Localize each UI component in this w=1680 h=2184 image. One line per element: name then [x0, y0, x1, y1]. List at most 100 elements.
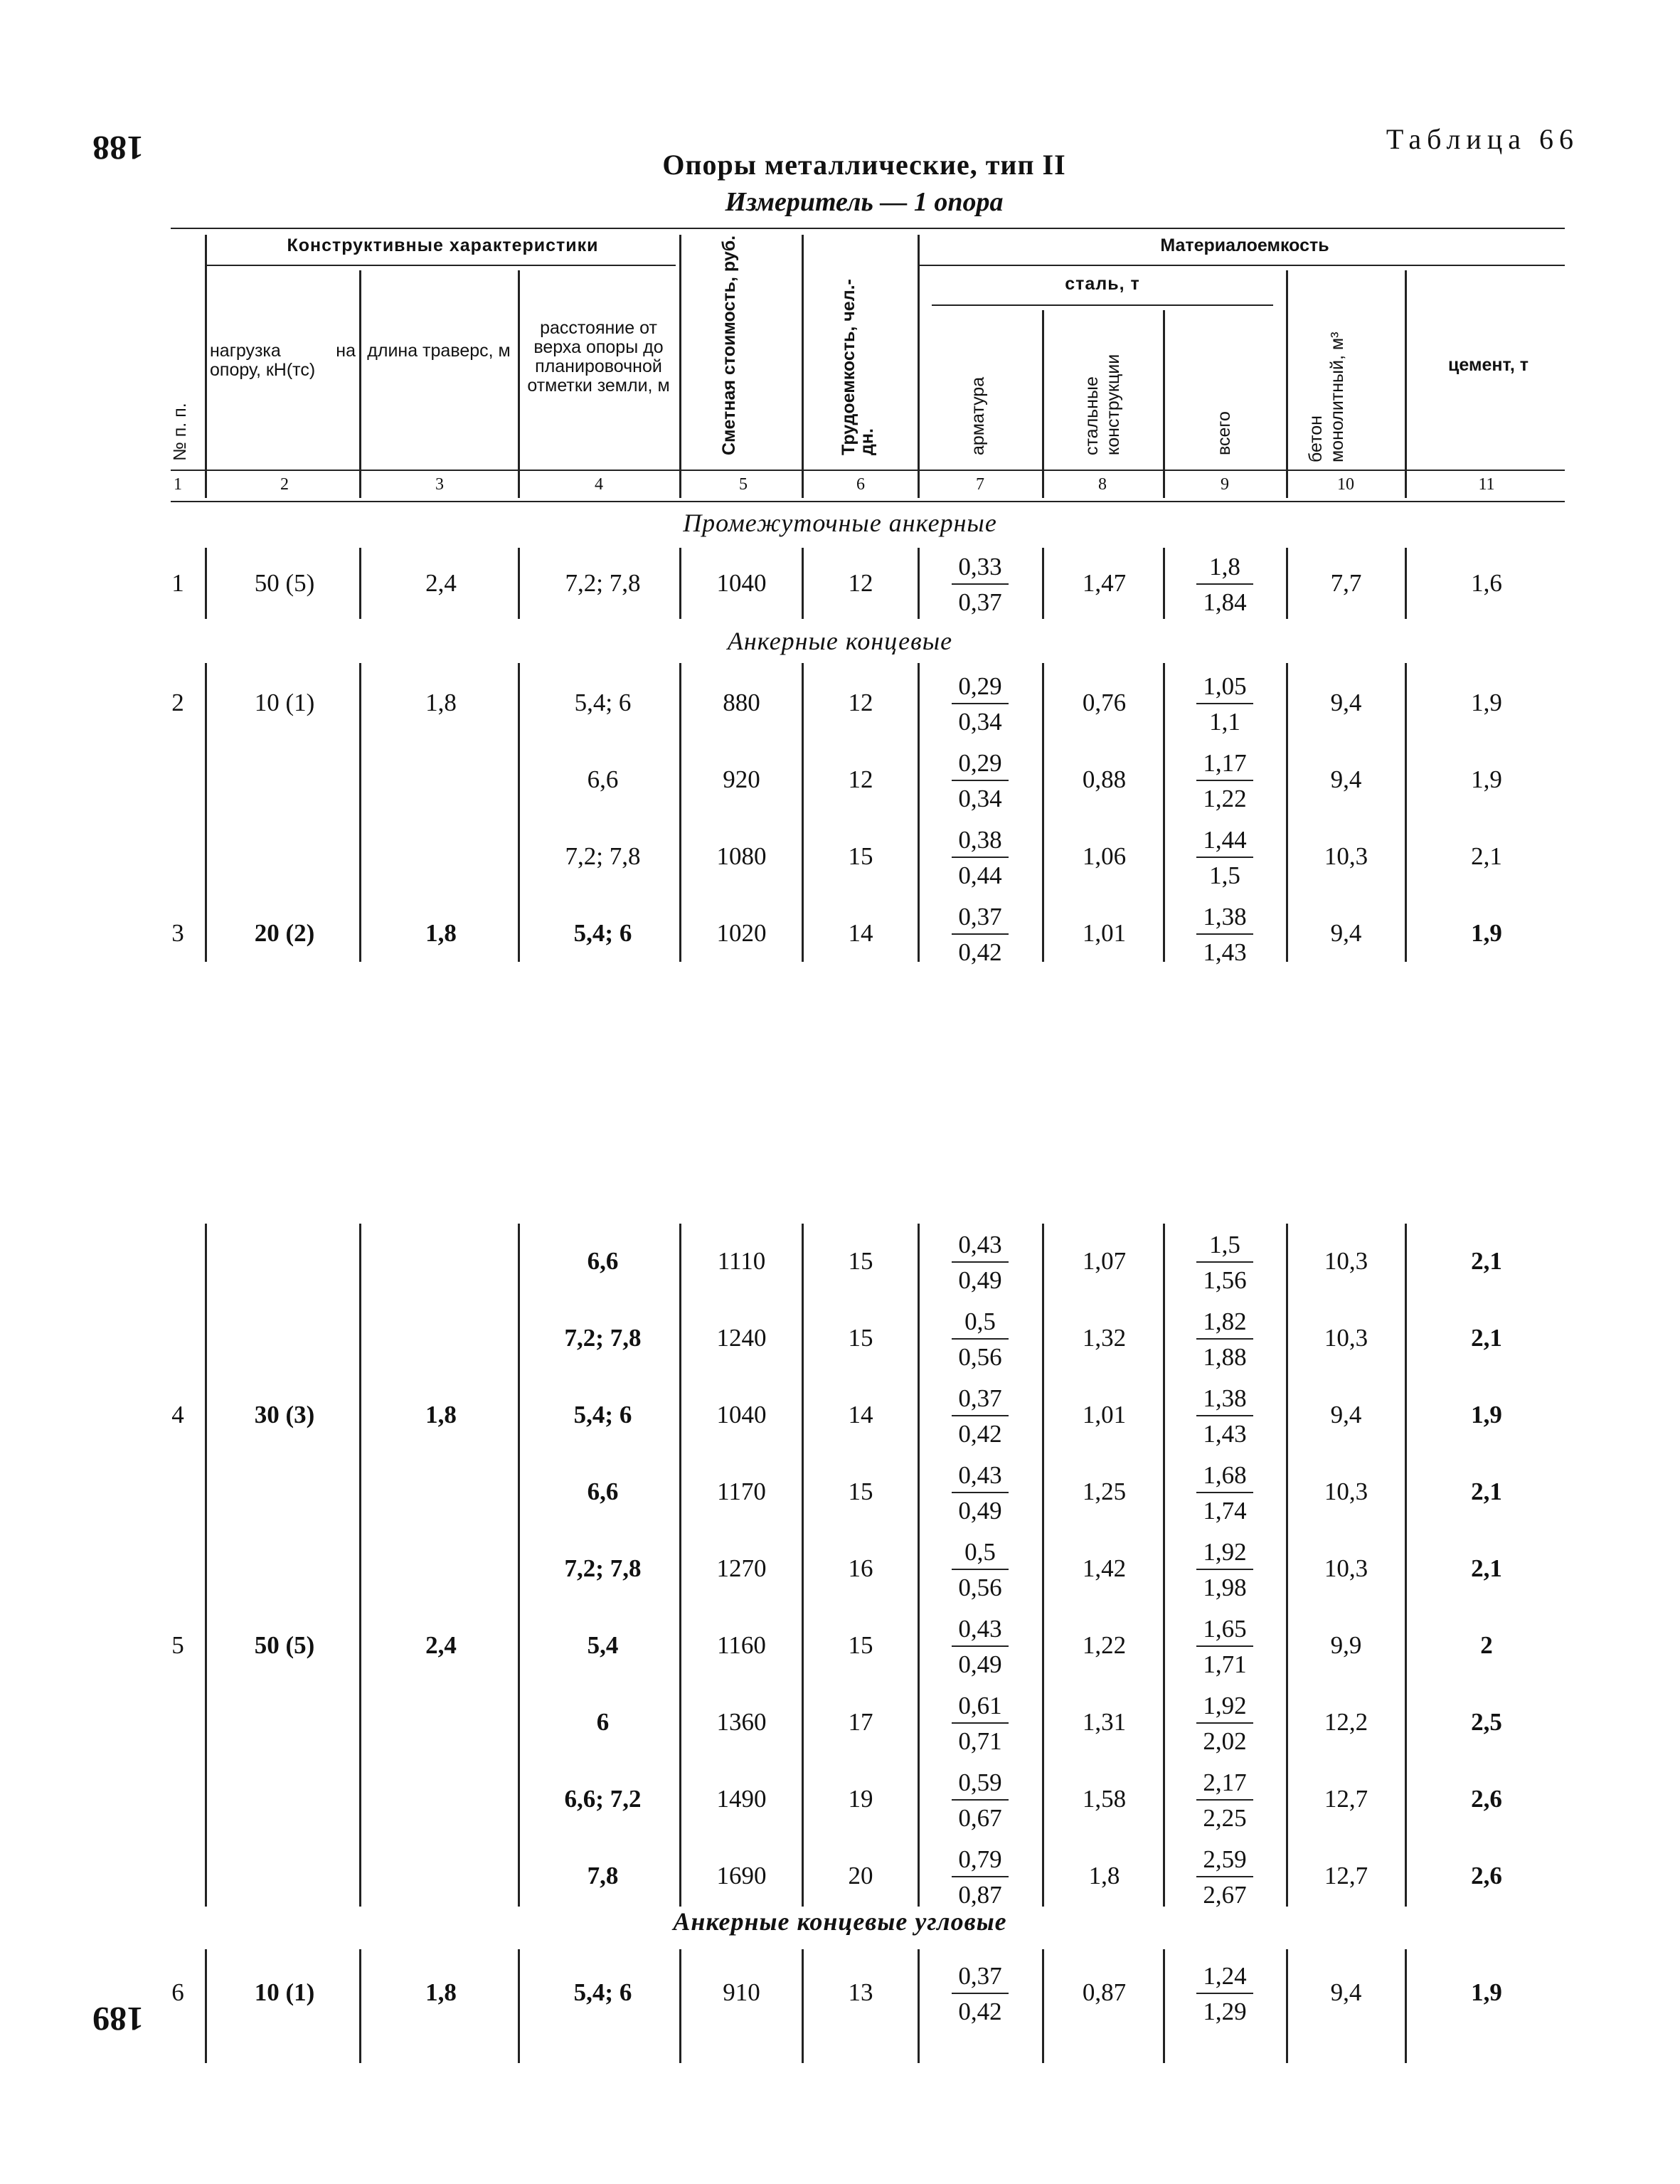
bottom-row-7-armature-denominator: 0,71 [958, 1727, 1002, 1755]
bottom-row-3-distance: 5,4; 6 [573, 1401, 632, 1428]
bottom-main-vline-8 [1163, 1224, 1165, 1907]
bottom-row-7-concrete: 12,2 [1324, 1708, 1368, 1736]
bottom-row-5-steel-struct: 1,42 [1082, 1554, 1127, 1582]
top-row-1-cost: 1040 [716, 569, 767, 597]
top-row-5-armature-bar [952, 933, 1009, 935]
bottom-s3-vline-2 [359, 1949, 361, 2063]
top-row-4-distance: 7,2; 7,8 [565, 842, 641, 870]
header-bottom-rule [171, 501, 1565, 502]
bottom-s3-vline-5 [802, 1949, 804, 2063]
bottom-row-8-concrete: 12,7 [1324, 1785, 1368, 1813]
bottom-main-vline-9 [1286, 1224, 1288, 1907]
bottom-row-2-total-denominator: 1,88 [1203, 1343, 1247, 1371]
bottom-row-8-total-numerator: 2,17 [1203, 1769, 1247, 1796]
top-row-4-total-denominator: 1,5 [1209, 862, 1240, 889]
top-row-3-distance: 6,6 [587, 765, 619, 793]
section-anchor-end: Анкерные концевые [727, 627, 953, 655]
bottom-row-9-concrete: 12,7 [1324, 1862, 1368, 1889]
bottom-row-3-total-bar [1196, 1415, 1253, 1416]
top-row-3-concrete: 9,4 [1330, 765, 1362, 793]
bottom-row-8-total-denominator: 2,25 [1203, 1804, 1247, 1832]
top-row-3-cost: 920 [723, 765, 760, 793]
top-row-4-total-bar [1196, 857, 1253, 858]
top-row-2-load: 10 (1) [254, 689, 315, 716]
bottom-row-7-total-numerator: 1,92 [1203, 1692, 1247, 1719]
column-number-2: 2 [280, 475, 289, 494]
hdr-armature: арматура [968, 376, 988, 455]
top-row-3-total-numerator: 1,17 [1203, 749, 1247, 777]
hdr-v3 [518, 270, 520, 498]
top-s1-vline-8 [1163, 548, 1165, 619]
bottom-row-9-total-bar [1196, 1876, 1253, 1877]
bottom-row-9-labor: 20 [848, 1862, 873, 1889]
column-number-7: 7 [976, 475, 984, 494]
header-numbers-rule [171, 470, 1565, 471]
bottom-row-6-cost: 1160 [717, 1631, 766, 1659]
bottom-row-5-armature-bar [952, 1569, 1009, 1570]
bottom-row-8-cost: 1490 [716, 1785, 767, 1813]
top-s2-vline-7 [1042, 663, 1044, 962]
bottom-row-8-armature-bar [952, 1799, 1009, 1801]
bottom-row-9-total-denominator: 2,67 [1203, 1881, 1247, 1909]
top-row-3-total-denominator: 1,22 [1203, 785, 1247, 812]
bottom-row-2-armature-bar [952, 1338, 1009, 1340]
top-s1-vline-2 [359, 548, 361, 619]
top-row-1-distance: 7,2; 7,8 [565, 569, 641, 597]
constr-group-rule [206, 265, 676, 266]
top-row-2-labor: 12 [848, 689, 873, 716]
top-row-4-cost: 1080 [716, 842, 767, 870]
bottom-row-2-armature-denominator: 0,56 [958, 1343, 1002, 1371]
top-row-3-armature-numerator: 0,29 [958, 749, 1002, 777]
top-row-5-distance: 5,4; 6 [573, 919, 632, 947]
material-group-rule [918, 265, 1565, 266]
top-row-5-total-denominator: 1,43 [1203, 938, 1247, 966]
top-row-2-steel-struct: 0,76 [1082, 689, 1127, 716]
bottom-row-7-labor: 17 [848, 1708, 873, 1736]
top-row-1-traverse: 2,4 [425, 569, 457, 597]
top-s1-vline-3 [518, 548, 520, 619]
top-row-5-armature-numerator: 0,37 [958, 903, 1002, 931]
bottom-row-6-distance: 5,4 [587, 1631, 619, 1659]
top-s1-vline-4 [679, 548, 681, 619]
top-row-2-distance: 5,4; 6 [574, 689, 632, 716]
top-s1-vline-7 [1042, 548, 1044, 619]
bottom-row-10-load: 10 (1) [254, 1978, 315, 2006]
top-row-5-cost: 1020 [716, 919, 767, 947]
bottom-row-6-concrete: 9,9 [1330, 1631, 1362, 1659]
bottom-s3-vline-7 [1042, 1949, 1044, 2063]
bottom-row-7-total-bar [1196, 1722, 1253, 1724]
bottom-row-4-armature-numerator: 0,43 [958, 1461, 1002, 1489]
top-s1-vline-1 [205, 548, 207, 619]
bottom-row-5-total-denominator: 1,98 [1203, 1574, 1247, 1601]
bottom-row-1-total-numerator: 1,5 [1209, 1231, 1240, 1258]
top-row-3-labor: 12 [848, 765, 873, 793]
bottom-row-10-number: 6 [171, 1978, 184, 2006]
top-s2-vline-9 [1286, 663, 1288, 962]
bottom-row-9-distance: 7,8 [587, 1862, 619, 1889]
hdr-distance: расстояние от верха опоры до планировочн… [527, 318, 670, 396]
top-row-5-labor: 14 [848, 919, 873, 947]
bottom-s3-vline-10 [1405, 1949, 1407, 2063]
bottom-main-vline-5 [802, 1224, 804, 1907]
top-row-3-total: 1,17 1,22 [1182, 747, 1267, 814]
hdr-steel-struct: стальные конструкции [1082, 354, 1123, 455]
bottom-row-10-armature-bar [952, 1993, 1009, 1994]
bottom-row-5-labor: 16 [848, 1554, 873, 1582]
bottom-row-1-steel-struct: 1,07 [1082, 1247, 1127, 1275]
top-row-1-concrete: 7,7 [1330, 569, 1362, 597]
bottom-row-1-armature-denominator: 0,49 [958, 1266, 1002, 1294]
bottom-row-7-distance: 6 [596, 1708, 610, 1736]
top-row-3-total-bar [1196, 780, 1253, 781]
hdr-v8 [1163, 310, 1165, 498]
hdr-cement: цемент, т [1448, 355, 1529, 375]
bottom-row-2-cost: 1240 [716, 1324, 767, 1352]
